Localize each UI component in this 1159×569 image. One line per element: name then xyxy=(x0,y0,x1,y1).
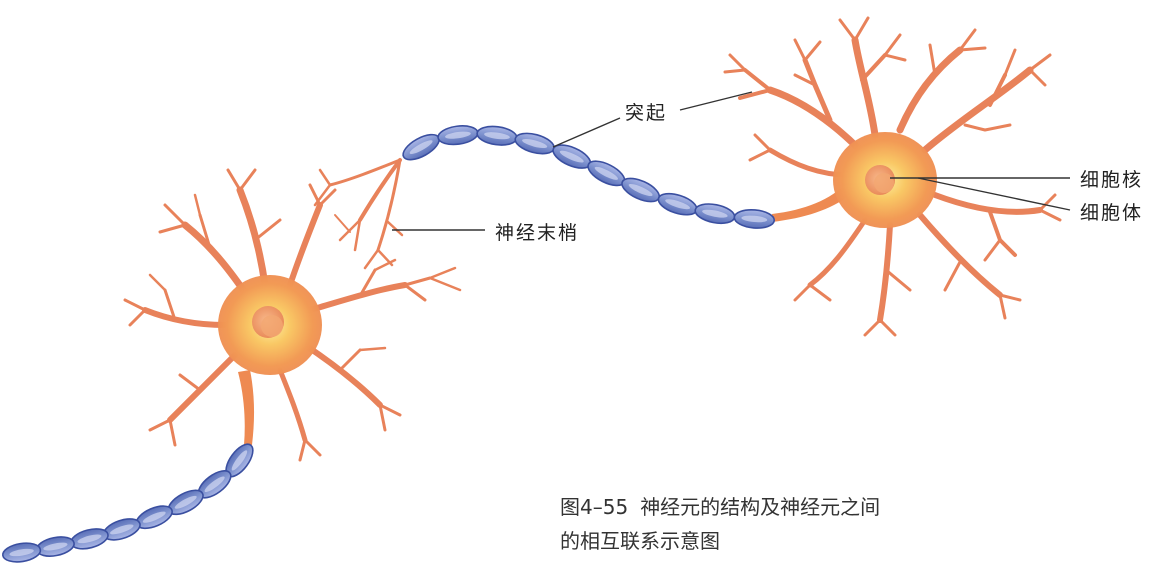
figure-caption: 图4–55 神经元的结构及神经元之间 的相互联系示意图 xyxy=(560,490,880,558)
right-neuron xyxy=(725,18,1060,335)
label-cell-body: 细胞体 xyxy=(1080,198,1143,225)
leader-line-process xyxy=(680,92,752,110)
left-neuron-axon xyxy=(1,440,257,565)
label-nerve-ending: 神经末梢 xyxy=(495,218,579,245)
caption-title-part-1: 神经元的结构及神经元之间 xyxy=(640,495,880,519)
nerve-endings xyxy=(315,160,402,268)
label-nucleus: 细胞核 xyxy=(1080,165,1143,192)
label-process: 突起 xyxy=(625,98,667,125)
axon-bottom-core xyxy=(5,445,248,555)
right-neuron-axon xyxy=(399,124,775,230)
left-axon-hillock xyxy=(238,370,254,445)
leader-line-axon xyxy=(553,118,620,147)
caption-line-2: 的相互联系示意图 xyxy=(560,524,880,558)
caption-line-1: 图4–55 神经元的结构及神经元之间 xyxy=(560,490,880,524)
left-neuron xyxy=(125,170,460,460)
figure-number: 图4–55 xyxy=(560,495,628,519)
